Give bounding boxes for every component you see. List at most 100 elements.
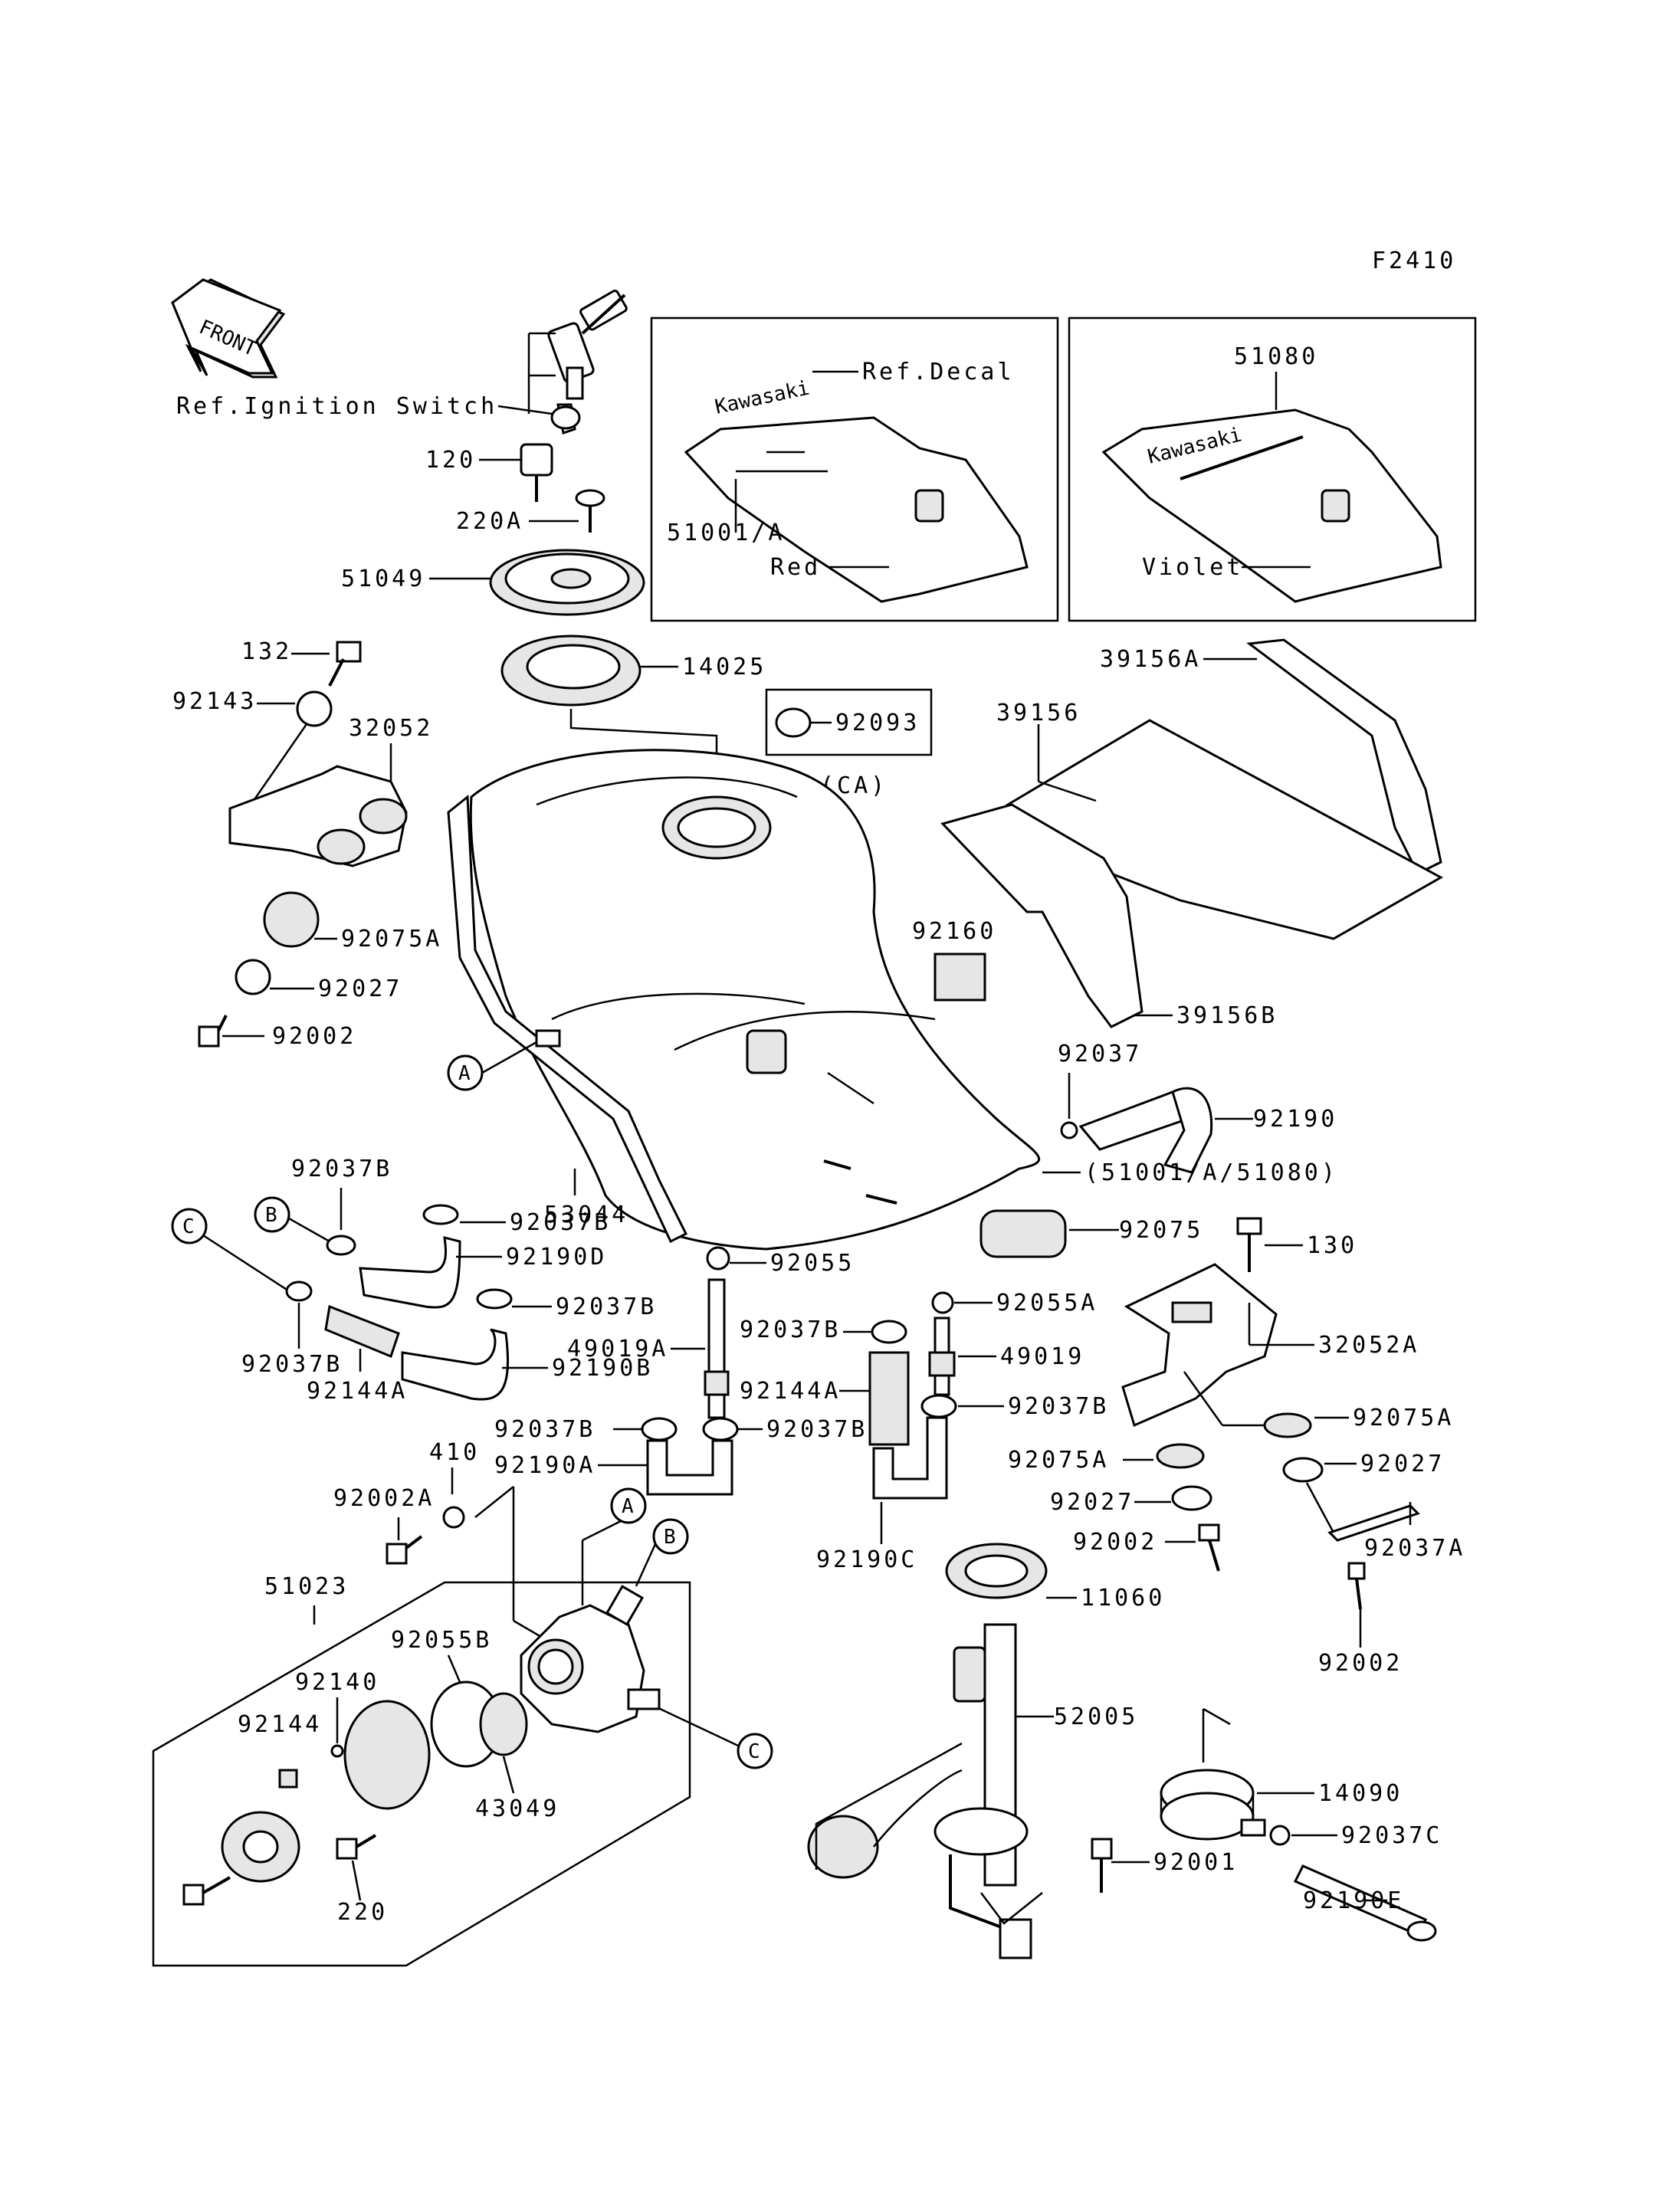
part-92075a-left: 92075A: [341, 926, 442, 953]
part-39156b: 39156B: [1176, 1002, 1278, 1029]
collar-92027-left-icon: [235, 959, 271, 995]
washer-410-icon: [442, 1506, 465, 1529]
clamp-92037b-5-icon: [871, 1320, 907, 1344]
screw-220-icon: [336, 1838, 358, 1860]
part-92075a-right-2: 92075A: [1008, 1447, 1109, 1474]
callout-a-cock-icon: [610, 1487, 647, 1524]
ca-box-92093: [765, 688, 933, 756]
clamp-92037-icon: [1060, 1121, 1078, 1139]
spring-92144a-center-icon: [868, 1351, 910, 1446]
part-39156: 39156: [996, 700, 1081, 726]
collar-92027-right-1-icon: [1282, 1457, 1324, 1483]
part-130: 130: [1307, 1232, 1357, 1259]
grommet-92143-icon: [296, 690, 333, 727]
part-32052a: 32052A: [1318, 1332, 1419, 1359]
callout-c-left-icon: [171, 1208, 208, 1244]
part-92027-left: 92027: [318, 976, 402, 1002]
tank-ref-label: (51001/A/51080): [1084, 1159, 1338, 1186]
callout-b-cock: B: [664, 1526, 676, 1549]
clamp-92037b-7-icon: [702, 1417, 739, 1441]
part-92037b-4: 92037B: [241, 1351, 343, 1378]
part-92075: 92075: [1119, 1217, 1203, 1244]
part-92075a-right-1: 92075A: [1353, 1405, 1454, 1431]
part-51080: 51080: [1234, 343, 1318, 370]
fuel-pump-52005-icon: [807, 1623, 1032, 1959]
bolt-92001-icon: [1091, 1838, 1113, 1860]
part-92190: 92190: [1253, 1106, 1337, 1133]
part-92037b-8: 92037B: [1008, 1393, 1109, 1420]
part-49019: 49019: [1000, 1343, 1084, 1370]
clamp-92037c-icon: [1269, 1825, 1291, 1846]
fuel-cock-body-icon: [520, 1585, 661, 1733]
part-92037b-6: 92037B: [494, 1416, 596, 1443]
part-92190a: 92190A: [494, 1452, 596, 1479]
front-arrow-icon: FRONT: [171, 278, 286, 379]
part-120: 120: [425, 447, 476, 474]
part-92027-right-1: 92027: [1360, 1451, 1445, 1477]
bolt-130-icon: [1236, 1217, 1262, 1235]
ball-92140-icon: [330, 1744, 344, 1758]
callout-b-left-icon: [254, 1196, 290, 1233]
part-410: 410: [429, 1439, 480, 1466]
part-92037c: 92037C: [1341, 1822, 1442, 1849]
hose-92190a-icon: [646, 1439, 733, 1496]
bolt-92002-right-1-icon: [1198, 1523, 1220, 1542]
screw-lever-icon: [182, 1884, 205, 1906]
callout-a-cock: A: [622, 1495, 634, 1518]
strap-92037a-icon: [1327, 1504, 1420, 1542]
diaphragm-43049-icon: [479, 1692, 528, 1756]
fuel-cock-assembly-box: [152, 1581, 691, 1967]
part-132: 132: [241, 638, 292, 665]
decal-box-51080: [1068, 316, 1477, 622]
callout-c-cock-icon: [737, 1733, 773, 1769]
part-220: 220: [337, 1899, 388, 1926]
nipple-14090-icon: [1240, 1818, 1266, 1837]
part-51049: 51049: [341, 566, 425, 592]
ref-decal-label: Ref.Decal: [862, 359, 1015, 385]
part-92055b: 92055B: [391, 1627, 492, 1654]
ignition-key-icon: [547, 289, 628, 434]
part-11060: 11060: [1081, 1585, 1165, 1612]
damper-92075a-left-icon: [263, 891, 320, 948]
bolt-120-icon: [520, 443, 553, 477]
part-92093: 92093: [835, 710, 920, 736]
part-92027-right-2: 92027: [1050, 1489, 1134, 1516]
damper-92075a-right-1-icon: [1263, 1412, 1312, 1438]
part-92190d: 92190D: [506, 1244, 607, 1271]
color-red-label: Red: [770, 554, 821, 581]
callout-b-cock-icon: [652, 1518, 689, 1555]
part-51001a: 51001/A: [667, 520, 785, 546]
trim-53044-icon: [447, 794, 688, 1244]
part-92143: 92143: [172, 688, 257, 715]
part-92037b-7: 92037B: [766, 1416, 868, 1443]
oring-92055a-icon: [931, 1291, 954, 1314]
figure-code: F2410: [1372, 248, 1456, 274]
part-92055: 92055: [770, 1250, 855, 1277]
part-92002-right-2: 92002: [1318, 1650, 1403, 1677]
hose-92190d-icon: [359, 1236, 461, 1309]
callout-c-left: C: [182, 1215, 195, 1238]
part-92160: 92160: [912, 918, 996, 945]
part-92037a: 92037A: [1364, 1535, 1465, 1562]
hose-92190b-icon: [401, 1328, 510, 1401]
pipe-49019a-icon: [707, 1278, 726, 1419]
bolt-132-icon: [336, 641, 362, 663]
label-92160-icon: [934, 953, 986, 1002]
clamp-92037b-2-icon: [422, 1204, 459, 1225]
ref-ignition-switch-label: Ref.Ignition Switch: [176, 393, 497, 420]
side-cover-51001-icon: [684, 416, 1029, 603]
decal-box-51001: [650, 316, 1059, 622]
fuel-tank-icon: [469, 749, 1041, 1251]
part-92190b: 92190B: [552, 1355, 653, 1382]
clamp-92037b-3-icon: [476, 1288, 513, 1310]
hose-92190-icon: [1078, 1090, 1190, 1151]
part-92001: 92001: [1153, 1849, 1238, 1876]
bolt-220a-icon: [575, 489, 605, 507]
part-52005: 52005: [1054, 1703, 1138, 1730]
clamp-92037b-6-icon: [641, 1417, 678, 1441]
callout-b-left: B: [265, 1204, 277, 1227]
spring-92144-icon: [278, 1769, 298, 1789]
clamp-92037b-8-icon: [920, 1394, 957, 1418]
part-92037b-5: 92037B: [740, 1317, 841, 1343]
